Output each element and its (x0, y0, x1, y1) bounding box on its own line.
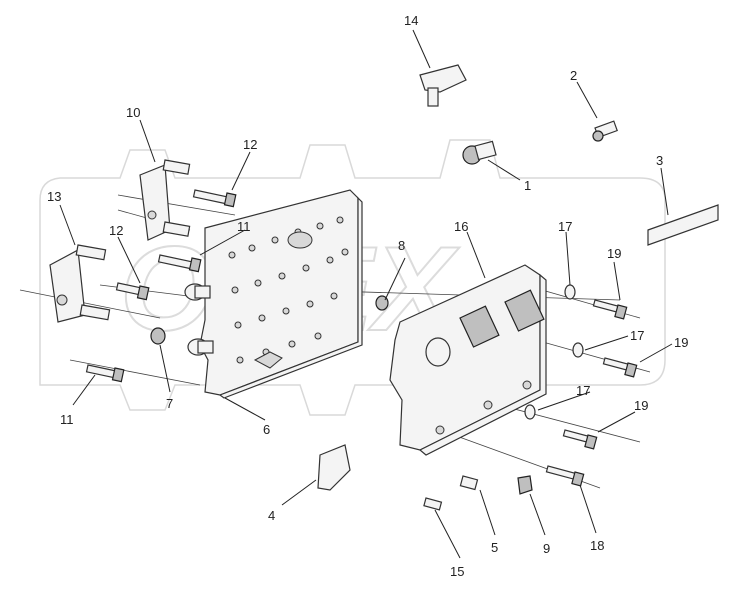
plate-fittings (150, 283, 389, 356)
control-module (389, 264, 547, 456)
callout-7: 7 (166, 396, 173, 411)
callout-13: 13 (47, 189, 61, 204)
callout-9: 9 (543, 541, 550, 556)
callout-17-top: 17 (558, 219, 572, 234)
callout-19-middle: 19 (674, 335, 688, 350)
callout-14: 14 (404, 13, 418, 28)
callouts: 1 2 3 4 5 6 7 8 9 10 11 11 12 12 13 14 1… (47, 13, 688, 579)
callout-3: 3 (656, 153, 663, 168)
upper-bracket (139, 159, 191, 241)
callout-5: 5 (491, 540, 498, 555)
callout-17-middle: 17 (630, 328, 644, 343)
callout-18: 18 (590, 538, 604, 553)
callout-17-bottom: 17 (576, 383, 590, 398)
callout-4: 4 (268, 508, 275, 523)
module-fasteners (524, 284, 638, 487)
callout-19-top: 19 (607, 246, 621, 261)
callout-11-upper: 11 (237, 219, 251, 234)
callout-11-lower: 11 (60, 412, 74, 427)
callout-8: 8 (398, 238, 405, 253)
callout-2: 2 (570, 68, 577, 83)
callout-12-upper: 12 (243, 137, 257, 152)
callout-10: 10 (126, 105, 140, 120)
callout-16: 16 (454, 219, 468, 234)
leader-lines (59, 29, 673, 559)
callout-19-bottom: 19 (634, 398, 648, 413)
callout-15: 15 (450, 564, 464, 579)
mounting-plate (199, 189, 363, 399)
loose-parts (317, 64, 719, 511)
callout-6: 6 (263, 422, 270, 437)
bolts (85, 189, 237, 383)
callout-12-lower: 12 (109, 223, 123, 238)
lower-bracket (49, 244, 111, 323)
callout-1: 1 (524, 178, 531, 193)
